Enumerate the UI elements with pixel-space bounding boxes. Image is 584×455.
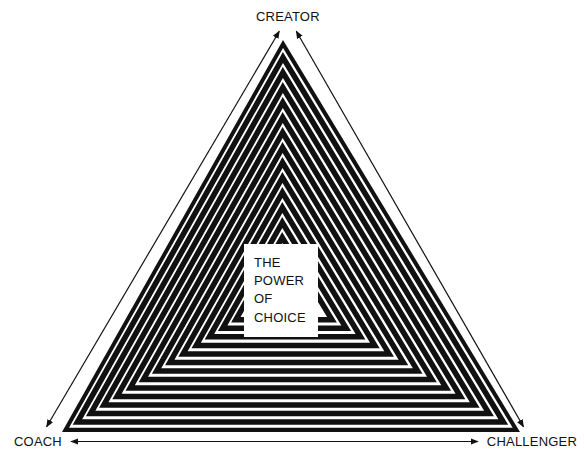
node-text: CHALLENGER (487, 434, 577, 449)
corner-label: CHALLENGER (484, 432, 580, 451)
double-arrow (47, 31, 280, 427)
corner-label: COACH (11, 432, 65, 451)
corner-label: CREATOR (253, 7, 323, 26)
node-text: THE POWER OF CHOICE (254, 254, 306, 327)
stripe-pattern (64, 42, 517, 430)
center-box: THE POWER OF CHOICE (244, 244, 318, 337)
node-text: CREATOR (256, 9, 320, 24)
double-arrow (296, 31, 523, 427)
double-arrow (71, 441, 478, 442)
node-text: COACH (14, 434, 62, 449)
